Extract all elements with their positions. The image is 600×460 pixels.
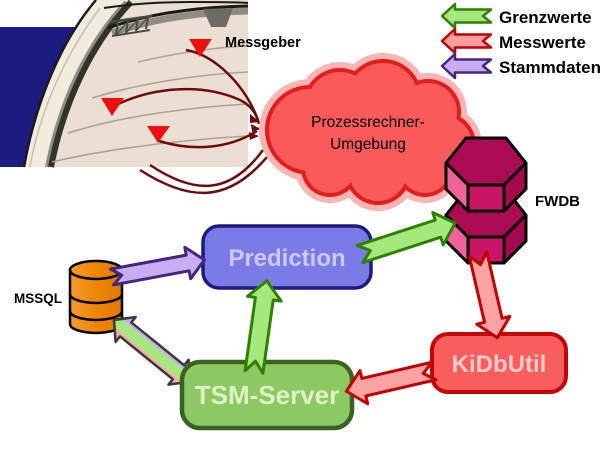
crest-trolley bbox=[109, 14, 153, 37]
tsm-server-node: TSM-Server bbox=[179, 359, 355, 431]
legend-label-grenzwerte: Grenzwerte bbox=[499, 8, 592, 27]
arrow-mssql-to-prediction-stammdaten bbox=[109, 245, 206, 287]
spillway-notch bbox=[203, 8, 233, 27]
cable-arrowheads bbox=[249, 114, 261, 140]
legend-label-stammdaten: Stammdaten bbox=[499, 58, 600, 77]
kidbutil-node: KiDbUtil bbox=[430, 332, 568, 394]
sensor-triangle-2 bbox=[101, 98, 124, 116]
sensor-markers bbox=[101, 39, 212, 143]
fwdb-database bbox=[444, 136, 528, 265]
legend-arrow-stammdaten bbox=[440, 52, 493, 80]
legend-arrow-grenzwerte bbox=[440, 2, 493, 30]
crest-top-line bbox=[107, 4, 249, 30]
dam-outer-face bbox=[24, 0, 128, 167]
dam-illustration: Messgeber bbox=[0, 0, 301, 195]
arrow-tsm-to-prediction-grenzwerte bbox=[243, 279, 283, 375]
sensor-triangle-1 bbox=[189, 39, 212, 57]
arrow-kidbutil-to-tsm-messwerte bbox=[344, 360, 438, 406]
fwdb-label: FWDB bbox=[535, 193, 580, 210]
crest-upper-line bbox=[103, 0, 249, 9]
sensor-triangle-3 bbox=[147, 126, 170, 143]
arrow-fwdb-to-kidbutil-messwerte bbox=[467, 250, 512, 340]
legend: Grenzwerte Messwerte Stammdaten bbox=[440, 2, 600, 80]
dam-outer-edge bbox=[22, 0, 97, 168]
cloud-body bbox=[269, 63, 472, 201]
prediction-label: Prediction bbox=[228, 245, 345, 272]
cloud-node: Prozessrechner- Umgebung bbox=[259, 53, 482, 211]
crest-band-dark bbox=[48, 0, 134, 168]
cylinder-ring-1 bbox=[68, 293, 124, 305]
sensor-cables bbox=[113, 48, 268, 195]
arrow-prediction-to-fwdb-grenzwerte bbox=[355, 210, 457, 265]
cylinder-ring-2 bbox=[68, 310, 124, 322]
prediction-node: Prediction bbox=[201, 224, 373, 290]
legend-label-messwerte: Messwerte bbox=[499, 33, 586, 52]
kidbutil-label: KiDbUtil bbox=[452, 351, 547, 378]
crest-band-gray bbox=[45, 0, 128, 168]
tsm-server-label: TSM-Server bbox=[195, 380, 340, 410]
dam-face-line bbox=[29, 7, 101, 168]
mssql-label: MSSQL bbox=[14, 291, 62, 306]
cloud-label-line2: Umgebung bbox=[330, 136, 406, 153]
messgeber-label: Messgeber bbox=[225, 35, 301, 51]
legend-arrow-messwerte bbox=[440, 27, 493, 55]
cloud-label-line1: Prozessrechner- bbox=[311, 114, 425, 131]
